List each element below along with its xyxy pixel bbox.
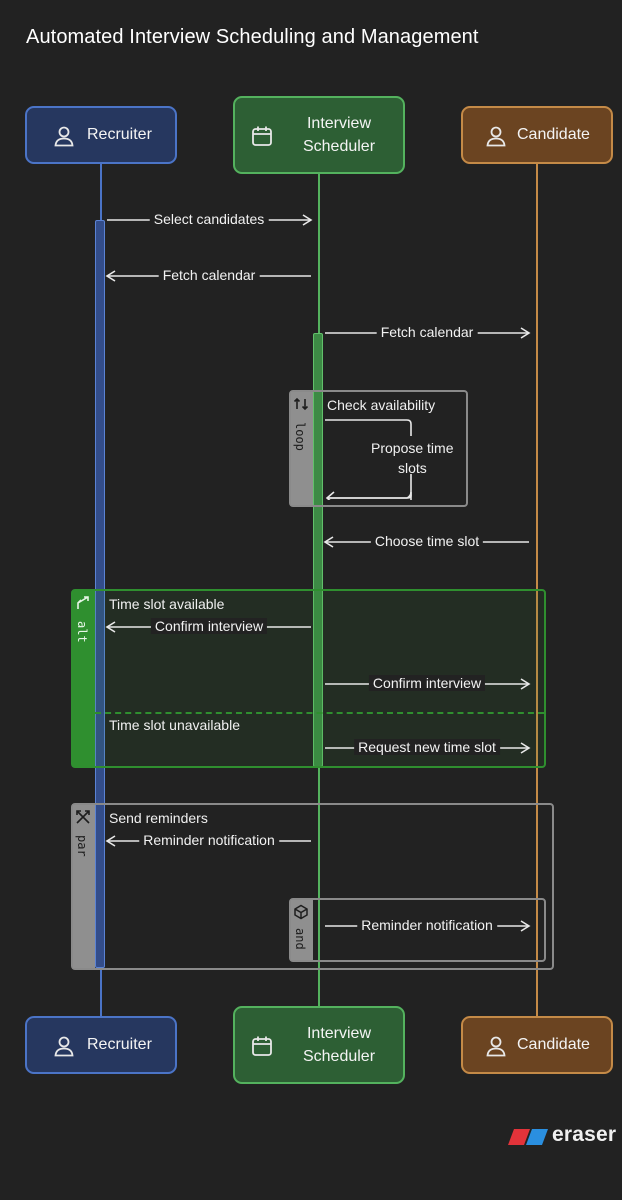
branch-icon (77, 596, 89, 609)
person-icon (54, 1036, 74, 1057)
message-label: Fetch calendar (158, 267, 260, 283)
participant-recruiter-top[interactable]: Recruiter (25, 106, 177, 164)
alt-keyword: alt (75, 621, 89, 643)
message-confirm-interview-candidate: Confirm interview (325, 675, 531, 692)
loop-frame: loop Check availability Propose time slo… (289, 390, 468, 507)
message-confirm-interview-recruiter: Confirm interview (105, 618, 311, 635)
cube-icon (294, 904, 308, 920)
message-reminder-candidate: Reminder notification (325, 917, 531, 934)
par-frame-tab: par (73, 805, 95, 968)
message-label: Choose time slot (370, 533, 484, 549)
participant-label: Recruiter (87, 126, 152, 143)
participant-scheduler-top[interactable]: Interview Scheduler (233, 96, 405, 174)
participant-recruiter-bottom[interactable]: Recruiter (25, 1016, 177, 1074)
participant-label-line2: Scheduler (302, 1048, 376, 1065)
par-condition: Send reminders (109, 810, 208, 826)
message-label: Confirm interview (150, 618, 268, 634)
and-frame-tab: and (291, 900, 313, 960)
message-request-new-time-slot: Request new time slot (325, 739, 531, 756)
alt-condition-2: Time slot unavailable (109, 717, 240, 733)
participant-scheduler-bottom[interactable]: Interview Scheduler (233, 1006, 405, 1084)
parallel-icon (76, 810, 90, 824)
par-frame: par Send reminders (71, 803, 554, 970)
alt-condition-1: Time slot available (109, 596, 225, 612)
loop-keyword: loop (293, 422, 307, 451)
message-fetch-calendar-candidate: Fetch calendar (325, 324, 531, 341)
participant-label: Candidate (517, 1036, 590, 1053)
loop-condition: Check availability (327, 397, 436, 413)
alt-frame-tab: alt (73, 591, 95, 766)
par-keyword: par (75, 835, 89, 857)
diagram-title: Automated Interview Scheduling and Manag… (26, 26, 479, 48)
message-choose-time-slot: Choose time slot (323, 533, 529, 550)
participant-label: Candidate (517, 126, 590, 143)
participant-label-line1: Interview (306, 1025, 372, 1042)
self-message-label-line2: slots (398, 460, 427, 476)
participant-label-line2: Scheduler (302, 138, 376, 155)
message-label: Request new time slot (354, 739, 500, 755)
self-message-arrow (325, 419, 412, 500)
calendar-icon (252, 126, 272, 146)
participant-label-line1: Interview (306, 115, 372, 132)
message-select-candidates: Select candidates (107, 211, 313, 228)
recruiter-activation (95, 220, 105, 968)
message-label: Reminder notification (357, 917, 497, 933)
eraser-logo[interactable]: eraser (508, 1123, 616, 1150)
message-reminder-recruiter: Reminder notification (105, 832, 311, 849)
message-label: Confirm interview (368, 675, 486, 691)
loop-frame-tab: loop (291, 392, 313, 505)
message-label: Select candidates (149, 211, 269, 227)
message-label: Reminder notification (139, 832, 279, 848)
person-icon (486, 126, 506, 147)
message-label: Fetch calendar (376, 324, 478, 340)
and-keyword: and (293, 928, 307, 950)
person-icon (54, 126, 74, 147)
loop-icon (293, 397, 309, 411)
participant-label: Recruiter (87, 1036, 152, 1053)
participant-candidate-bottom[interactable]: Candidate (461, 1016, 613, 1074)
message-fetch-calendar-recruiter: Fetch calendar (105, 267, 311, 284)
eraser-logo-text: eraser (552, 1123, 617, 1146)
and-frame: and (289, 898, 546, 962)
alt-divider (95, 712, 544, 714)
alt-frame: alt Time slot available Time slot unavai… (71, 589, 546, 768)
self-message-label-line1: Propose time (369, 440, 456, 456)
person-icon (486, 1036, 506, 1057)
eraser-logo-mark (508, 1129, 548, 1145)
participant-candidate-top[interactable]: Candidate (461, 106, 613, 164)
calendar-icon (252, 1036, 272, 1056)
